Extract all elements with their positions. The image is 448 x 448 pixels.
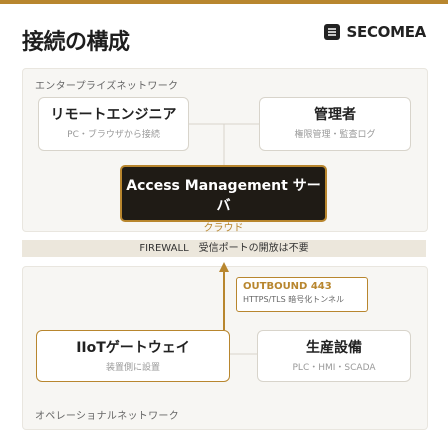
- remote-engineer-subtitle: PC・ブラウザから接続: [67, 130, 160, 140]
- outbound-443-label: OUTBOUND 443 HTTPS/TLS 暗号化トンネル: [236, 277, 368, 312]
- production-equipment-node: 生産設備 PLC・HMI・SCADA: [257, 330, 411, 382]
- access-management-subtitle: クラウド: [203, 223, 244, 234]
- production-equipment-subtitle: PLC・HMI・SCADA: [292, 363, 376, 373]
- brand-logo: SECOMEA: [323, 22, 427, 42]
- production-equipment-title: 生産設備: [306, 340, 362, 356]
- brand-name: SECOMEA: [346, 23, 427, 41]
- top-accent-bar: [0, 0, 448, 4]
- enterprise-network-label: エンタープライズネットワーク: [35, 81, 179, 92]
- access-management-server-node: Access Management サーバ クラウド: [120, 165, 327, 234]
- iiot-gateway-title: IIoTゲートウェイ: [76, 340, 190, 356]
- outbound-subtitle: HTTPS/TLS 暗号化トンネル: [243, 295, 345, 304]
- admin-title: 管理者: [314, 107, 356, 123]
- firewall-band: FIREWALL 受信ポートの開放は不要: [22, 240, 426, 257]
- admin-node: 管理者 権限管理・監査ログ: [259, 97, 411, 151]
- secomea-logo-icon: [323, 24, 340, 40]
- page-title: 接続の構成: [22, 30, 130, 55]
- operational-network-label: オペレーショナルネットワーク: [35, 411, 179, 422]
- outbound-title: OUTBOUND 443: [243, 281, 332, 292]
- iiot-gateway-node: IIoTゲートウェイ 装置側に設置: [36, 330, 230, 382]
- iiot-gateway-subtitle: 装置側に設置: [105, 363, 160, 373]
- admin-subtitle: 権限管理・監査ログ: [294, 130, 376, 140]
- remote-engineer-node: リモートエンジニア PC・ブラウザから接続: [38, 97, 189, 151]
- outbound-arrow-icon: [219, 262, 229, 272]
- access-management-title: Access Management サーバ: [126, 178, 321, 214]
- remote-engineer-title: リモートエンジニア: [50, 107, 177, 123]
